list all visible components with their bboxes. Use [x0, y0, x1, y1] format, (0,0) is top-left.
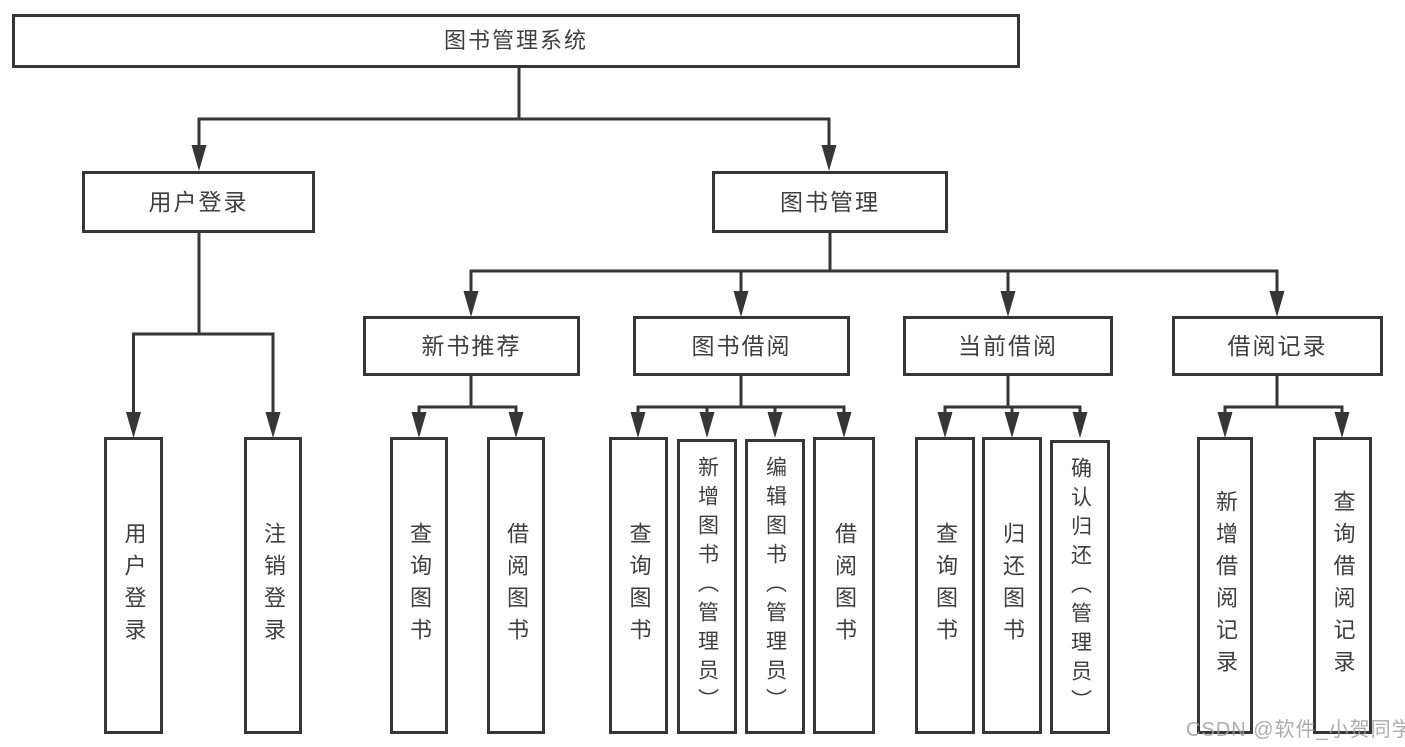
node-book-borrow: 图书借阅: [633, 316, 850, 376]
leaf-edit-book-admin: 编辑图书（管理员）: [745, 439, 805, 734]
leaf-borrow-books: 借阅图书: [813, 437, 875, 734]
leaf-add-book-admin: 新增图书（管理员）: [677, 439, 737, 734]
node-book-management: 图书管理: [712, 171, 948, 233]
leaf-user-login: 用户登录: [104, 437, 163, 734]
leaf-confirm-return-admin: 确认归还（管理员）: [1050, 440, 1110, 734]
node-current-borrow: 当前借阅: [903, 316, 1113, 376]
leaf-return-book: 归还图书: [982, 437, 1042, 734]
node-library-management-system: 图书管理系统: [12, 14, 1020, 68]
leaf-query-borrow-record: 查询借阅记录: [1313, 437, 1372, 734]
leaf-add-borrow-record: 新增借阅记录: [1197, 437, 1253, 734]
csdn-watermark: CSDN @软件_小贺同学: [1186, 719, 1405, 741]
leaf-query-books-recommend: 查询图书: [390, 437, 448, 734]
leaf-borrow-books-recommend: 借阅图书: [487, 437, 545, 734]
leaf-query-books-current: 查询图书: [915, 437, 975, 734]
node-borrow-records: 借阅记录: [1172, 316, 1383, 376]
leaf-logout: 注销登录: [244, 437, 302, 734]
leaf-query-books-borrow: 查询图书: [609, 437, 668, 734]
node-user-login: 用户登录: [82, 171, 315, 233]
node-new-book-recommend: 新书推荐: [363, 316, 580, 376]
